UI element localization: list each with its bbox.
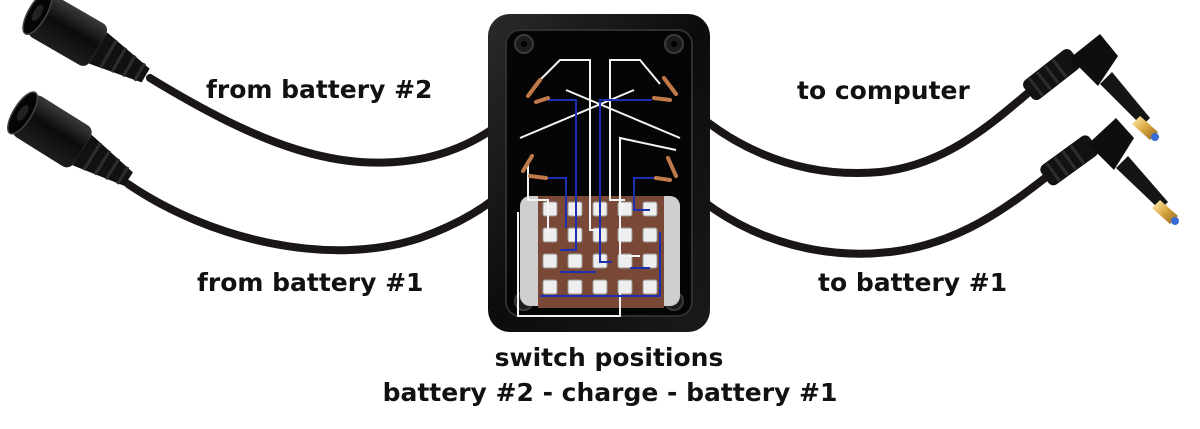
barrel-jack-battery-2 (22, 0, 150, 83)
cable-from-battery-1 (124, 167, 527, 255)
barrel-jack-battery-1 (7, 91, 133, 186)
copper-ends (521, 76, 678, 182)
label-to-battery-1: to battery #1 (818, 268, 1008, 297)
angled-plug-battery-1 (1040, 118, 1179, 225)
label-from-battery-2: from battery #2 (206, 75, 433, 104)
label-switch-positions: switch positions (494, 343, 724, 372)
cable-to-computer (672, 89, 1032, 177)
label-to-computer: to computer (797, 76, 970, 105)
label-positions-sequence: battery #2 - charge - battery #1 (382, 378, 838, 407)
blue-wires (540, 99, 661, 297)
angled-plug-computer (1023, 34, 1159, 141)
cable-to-battery-1 (672, 172, 1049, 258)
label-from-battery-1: from battery #1 (197, 268, 424, 297)
